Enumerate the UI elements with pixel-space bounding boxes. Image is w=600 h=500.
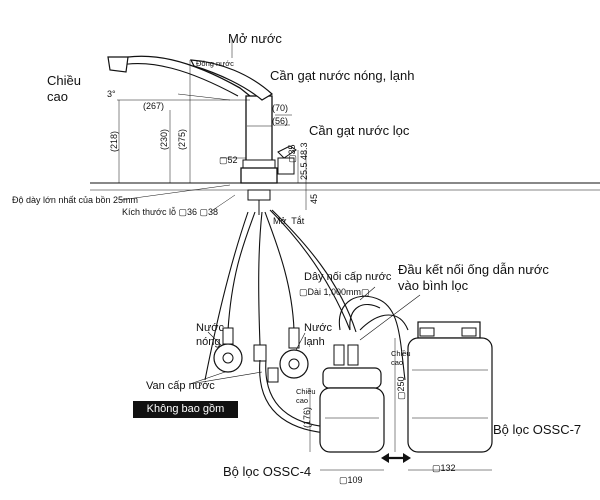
label-supply-valve: Van cấp nước: [146, 380, 215, 392]
label-filter-ossc7: Bộ lọc OSSC-7: [493, 422, 582, 437]
label-open-close: Mở Tắt: [273, 216, 305, 226]
connector-left: [333, 344, 345, 366]
label-supply-hose: Dây nối cấp nước: [304, 271, 392, 283]
dim-sq52: ▢52: [219, 155, 238, 165]
filter-ossc7: [407, 337, 493, 453]
dim-275: (275): [177, 128, 187, 150]
label-filter-ossc4: Bộ lọc OSSC-4: [223, 464, 312, 479]
dim-218: (218): [109, 130, 119, 152]
dim-45: 45: [309, 193, 319, 204]
hot-hose: [227, 211, 256, 331]
dim-267: (267): [143, 101, 165, 111]
not-included-badge: Không bao gồm: [133, 401, 238, 418]
label-connector: Đầu kết nối ống dẫn nước vào bình lọc: [398, 262, 549, 293]
faucet-body: [245, 95, 273, 163]
label-height-small: Chiều cao: [296, 387, 316, 405]
label-angle: 3°: [107, 89, 116, 99]
dim-25-5-48-3: 25.5 48.3: [299, 142, 309, 180]
cold-hose: [264, 211, 295, 331]
hot-cold-lever: [189, 59, 274, 101]
faucet-base: [240, 167, 278, 184]
label-hot-water: Nước nóng: [196, 322, 225, 348]
dim-sq132: ▢132: [432, 463, 456, 473]
label-open-water: Mở nước: [228, 31, 282, 46]
supply-hose: [269, 209, 351, 331]
label-sink-thickness: Độ dày lớn nhất của bồn 25mm: [12, 195, 138, 205]
dim-230: (230): [159, 128, 169, 150]
label-height-small-2: Chiều cao: [391, 349, 411, 367]
connector-right: [347, 344, 359, 366]
dim-70: (70): [272, 103, 289, 113]
filter-lever: [277, 145, 297, 159]
label-close-water: Đóng nước: [196, 59, 234, 68]
dim-176: (176): [302, 406, 312, 428]
label-hot-cold-lever: Cần gạt nước nóng, lạnh: [270, 68, 415, 83]
label-height: Chiều cao: [47, 73, 81, 104]
dim-sq35: ▢35: [287, 144, 297, 163]
label-hole-size: Kích thước lỗ ▢36 ▢38: [122, 207, 218, 217]
label-filter-lever: Cần gạt nước lọc: [309, 123, 410, 138]
filter-ossc4: [319, 387, 385, 453]
label-supply-hose-length: ▢Dài 1,000mm▢: [299, 287, 370, 297]
dim-56: (56): [272, 116, 289, 126]
dim-sq109: ▢109: [339, 475, 363, 485]
faucet-nozzle: [107, 56, 129, 73]
dim-250: ▢250: [396, 376, 406, 400]
label-cold-water: Nước lạnh: [304, 322, 333, 348]
spacing-arrow: [381, 453, 411, 463]
